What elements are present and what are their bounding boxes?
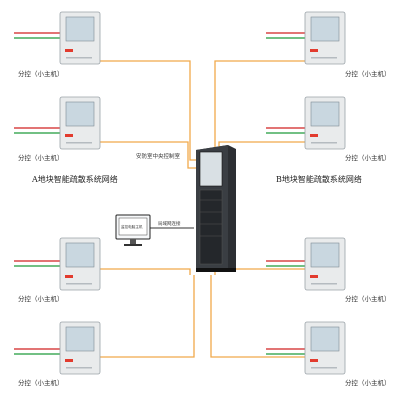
controller-right-1	[304, 11, 346, 65]
label-sub-right-3: 分控（小主机）	[345, 294, 391, 303]
label-network-b: B地块智能疏散系统网络	[276, 174, 362, 184]
label-monitor-screen: 监控电脑主机	[121, 224, 143, 229]
field-lines	[14, 32, 305, 355]
label-control-room: 安防室中央控制室	[136, 152, 181, 160]
controller-right-3	[304, 237, 346, 291]
controller-panels	[59, 11, 346, 375]
label-sub-left-2: 分控（小主机）	[18, 153, 64, 162]
controller-left-3	[59, 237, 101, 291]
controller-right-4	[304, 321, 346, 375]
link-right-1	[212, 60, 305, 161]
label-sub-left-1: 分控（小主机）	[18, 69, 64, 78]
label-sub-right-1: 分控（小主机）	[345, 69, 391, 78]
label-sub-right-2: 分控（小主机）	[345, 153, 391, 162]
label-network-a: A地块智能疏散系统网络	[31, 174, 118, 184]
link-right-4	[210, 275, 305, 358]
link-left-3	[100, 268, 191, 275]
server-cabinet	[196, 145, 236, 272]
label-sub-left-3: 分控（小主机）	[18, 294, 64, 303]
controller-left-2	[59, 96, 101, 150]
controller-left-4	[59, 321, 101, 375]
link-left-4	[100, 275, 195, 358]
controller-left-1	[59, 11, 101, 65]
label-lan: 局域网连接	[158, 220, 181, 227]
link-left-1	[100, 60, 196, 161]
label-sub-right-4: 分控（小主机）	[345, 378, 391, 387]
monitor-workstation	[115, 214, 151, 246]
label-sub-left-4: 分控（小主机）	[18, 378, 64, 387]
link-left-2	[100, 141, 196, 169]
controller-right-2	[304, 96, 346, 150]
